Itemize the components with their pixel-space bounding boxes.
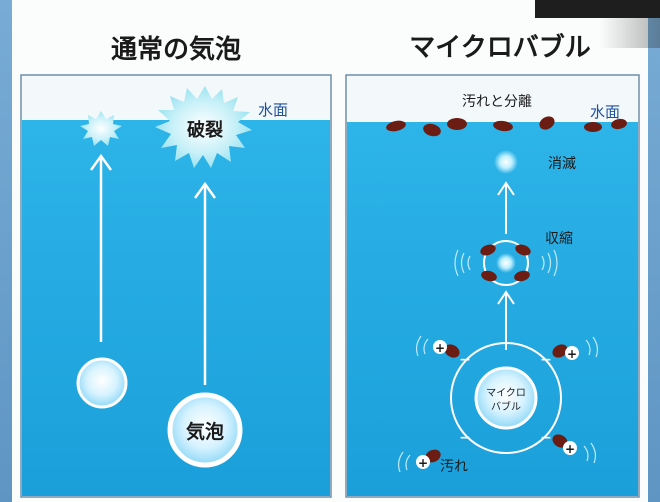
corner-dark-strip	[535, 0, 660, 18]
left-panel: 通常の気泡 水面 破裂 気泡	[20, 34, 332, 498]
dirt-particle	[386, 120, 406, 132]
burst-icon	[155, 86, 252, 168]
minus-sign: −	[459, 352, 471, 368]
charged-dirt-legend: +	[416, 449, 441, 470]
left-arrow-1	[89, 153, 113, 342]
minus-sign: −	[540, 430, 552, 446]
large-bubble	[167, 392, 243, 468]
plus-sign: +	[418, 456, 428, 470]
right-arrow-upper	[497, 181, 515, 234]
plus-sign: +	[565, 442, 575, 456]
small-burst-icon	[80, 111, 122, 146]
bubble-label: 気泡	[186, 420, 224, 443]
small-bubble	[76, 357, 128, 409]
dirt-label: 汚れ	[440, 459, 468, 475]
right-water	[347, 122, 638, 496]
dirt-particle	[423, 123, 441, 137]
plus-sign: +	[435, 341, 445, 355]
burst-label: 破裂	[187, 119, 223, 141]
dirt-particle	[493, 120, 513, 132]
microbubble-label-line2: バブル	[491, 400, 521, 413]
right-surface-label: 水面	[590, 103, 620, 121]
corner-shadow	[600, 18, 660, 48]
right-arrow-lower	[497, 290, 515, 350]
charged-dirt-bottom-right: +	[552, 434, 577, 456]
minus-sign: −	[459, 430, 471, 446]
charged-dirt-top-right: +	[552, 344, 579, 361]
plus-sign: +	[567, 347, 577, 361]
minus-sign: −	[540, 352, 552, 368]
separation-label: 汚れと分離	[462, 93, 532, 110]
vanish-label: 消滅	[548, 156, 576, 172]
microbubble-outer-ring	[450, 342, 562, 454]
dirt-particle	[584, 122, 602, 132]
microbubble-label-line1: マイクロ	[486, 387, 526, 399]
left-surface-label: 水面	[258, 101, 288, 119]
right-panel: マイクロバブル 汚れと分離 水面 消滅 収縮	[345, 32, 640, 498]
vanish-glow-icon	[494, 150, 518, 174]
left-title: 通常の気泡	[111, 34, 241, 65]
dirt-particle	[611, 118, 627, 130]
surface-dirt-particles	[386, 116, 627, 137]
microbubble	[474, 366, 538, 430]
shrink-label: 収縮	[545, 231, 573, 247]
charged-dirt-top-left: +	[433, 340, 460, 358]
left-arrow-2	[193, 181, 217, 385]
vibration-marks-micro	[397, 335, 599, 473]
right-title: マイクロバブル	[409, 32, 590, 63]
shrinking-bubble	[480, 240, 531, 286]
dirt-particle	[539, 116, 555, 130]
dirt-particle	[447, 118, 467, 130]
vibration-marks-shrink	[454, 249, 558, 277]
